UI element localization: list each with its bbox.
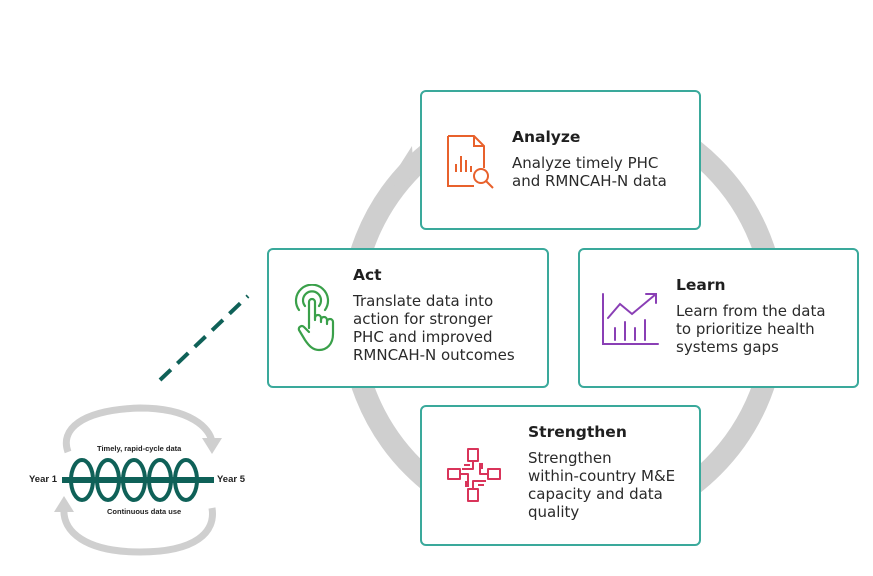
strengthen-title: Strengthen — [528, 423, 627, 441]
act-title: Act — [353, 266, 382, 284]
timeline-cycle-graphic — [54, 404, 222, 556]
strengthen-desc-2: within-country M&E — [528, 467, 676, 485]
top-arrowhead — [202, 438, 222, 454]
strengthen-desc-4: quality — [528, 503, 580, 521]
learn-desc-3: systems gaps — [676, 338, 779, 356]
timeline-start-label: Year 1 — [29, 474, 57, 485]
analyze-desc-2: and RMNCAH-N data — [512, 172, 667, 190]
learn-desc-2: to prioritize health — [676, 320, 815, 338]
cycle-arrowhead — [384, 146, 414, 190]
strengthen-desc-3: capacity and data — [528, 485, 663, 503]
bottom-arrowhead — [54, 496, 74, 512]
analyze-title: Analyze — [512, 128, 581, 146]
top-return-arrow — [62, 404, 216, 454]
strengthen-desc-1: Strengthen — [528, 449, 612, 467]
timeline-end-label: Year 5 — [217, 474, 245, 485]
learn-card: Learn Learn from the data to prioritize … — [578, 248, 859, 388]
dashed-connector — [158, 294, 250, 382]
analyze-card: Analyze Analyze timely PHC and RMNCAH-N … — [420, 90, 701, 230]
bottom-return-arrow — [60, 507, 216, 556]
timeline-bottom-label: Continuous data use — [107, 507, 182, 516]
joined-hands-icon — [447, 448, 501, 502]
act-desc-1: Translate data into — [353, 292, 494, 310]
touch-hand-icon — [294, 284, 335, 352]
growth-chart-icon — [602, 293, 659, 345]
learn-title: Learn — [676, 276, 726, 294]
act-desc-4: RMNCAH-N outcomes — [353, 346, 515, 364]
learn-desc-1: Learn from the data — [676, 302, 826, 320]
act-desc-2: action for stronger — [353, 310, 493, 328]
report-magnifier-icon — [447, 135, 494, 189]
act-desc-3: PHC and improved — [353, 328, 493, 346]
analyze-desc-1: Analyze timely PHC — [512, 154, 659, 172]
act-card: Act Translate data into action for stron… — [267, 248, 549, 388]
strengthen-card: Strengthen Strengthen within-country M&E… — [420, 405, 701, 546]
timeline-top-label: Timely, rapid-cycle data — [97, 444, 182, 453]
